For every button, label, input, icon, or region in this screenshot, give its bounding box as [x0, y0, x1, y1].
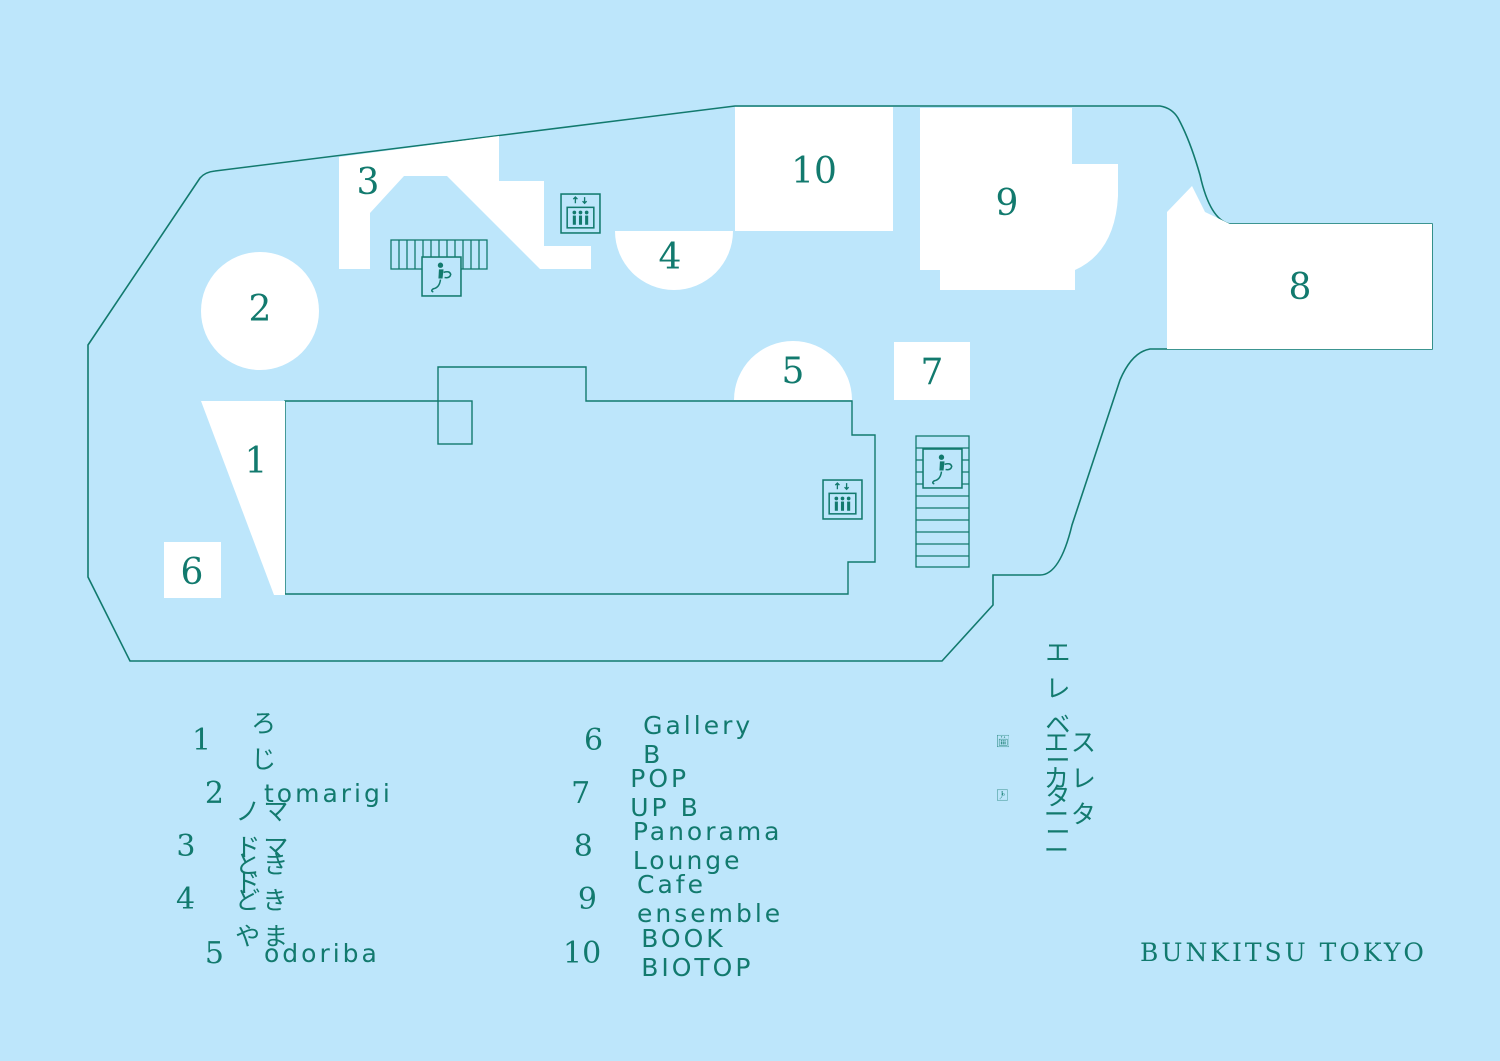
- legend-number: 4: [176, 881, 196, 917]
- area-1: [201, 401, 285, 595]
- floor-map: 1 2 3 4 5 6 7 8 9 10: [87, 105, 1433, 662]
- legend-label: エレベーター: [1045, 638, 1073, 847]
- inner-notch: [437, 400, 473, 445]
- legend-label: Cafe ensemble: [637, 870, 784, 928]
- legend-label: BOOK BIOTOP: [641, 924, 754, 982]
- escalator-icon: [421, 256, 462, 297]
- legend-label: ときどきやま: [235, 850, 292, 951]
- legend-item: 6 Gallery B: [563, 711, 761, 769]
- legend-label: Panorama Lounge: [632, 817, 783, 875]
- legend-escalator: エスカレーター: [997, 728, 1098, 865]
- legend-number: 6: [584, 722, 604, 758]
- legend-label: odoriba: [264, 938, 380, 968]
- area-3: [339, 136, 591, 269]
- area-7: [894, 342, 970, 400]
- area-label-6: 6: [181, 552, 204, 593]
- legend-label: tomarigi: [264, 778, 393, 808]
- legend-item: 1 ろじ: [176, 709, 292, 774]
- legend-item: 9 Cafe ensemble: [563, 870, 797, 928]
- area-6: [164, 542, 221, 598]
- legend-number: 8: [573, 828, 593, 864]
- area-8: [1167, 186, 1432, 349]
- legend-item: 7 POP UP B: [563, 764, 710, 822]
- legend-item: 5 odoriba: [176, 933, 380, 973]
- stairs-upper: [390, 239, 488, 270]
- area-label-4: 4: [659, 237, 682, 278]
- area-label-7: 7: [921, 352, 944, 393]
- legend-label: POP UP B: [630, 764, 701, 822]
- legend-item: 8 Panorama Lounge: [563, 817, 801, 875]
- legend-item: 10 BOOK BIOTOP: [563, 924, 763, 982]
- legend-label: ろじ: [251, 709, 280, 774]
- escalator-icon: [997, 789, 1008, 801]
- building-outline: [87, 105, 1433, 662]
- legend-item: 3 ノマドマド: [176, 797, 292, 898]
- legend-item: 2 tomarigi: [176, 773, 393, 813]
- area-label-2: 2: [249, 289, 272, 330]
- area-label-8: 8: [1289, 267, 1312, 308]
- area-10: [735, 107, 893, 231]
- area-label-5: 5: [782, 351, 805, 392]
- legend-label: エスカレーター: [1043, 728, 1098, 865]
- area-9: [920, 108, 1118, 290]
- area-5: [734, 341, 852, 400]
- legend-item: 4 ときどきやま: [176, 850, 292, 951]
- legend-number: 5: [204, 935, 224, 971]
- area-label-9: 9: [996, 183, 1019, 224]
- legend-number: 10: [563, 935, 602, 971]
- elevator-icon: [822, 479, 863, 520]
- area-label-1: 1: [245, 441, 268, 482]
- legend-number: 2: [204, 775, 224, 811]
- area-4: [615, 231, 733, 290]
- area-2: [201, 252, 319, 370]
- elevator-icon: [560, 193, 601, 234]
- legend-number: 9: [577, 881, 597, 917]
- elevator-icon: [997, 734, 1010, 748]
- central-block: [284, 366, 876, 595]
- legend-label: Gallery B: [643, 711, 754, 769]
- area-label-10: 10: [791, 151, 837, 192]
- escalator-icon: [922, 448, 963, 489]
- area-label-3: 3: [357, 162, 380, 203]
- legend-number: 7: [571, 775, 591, 811]
- legend-number: 3: [176, 828, 196, 864]
- legend-label: ノマドマド: [235, 797, 292, 898]
- legend-elevator: エレベーター: [997, 638, 1098, 847]
- legend-number: 1: [191, 722, 212, 758]
- brand-name: BUNKITSU TOKYO: [1140, 938, 1427, 967]
